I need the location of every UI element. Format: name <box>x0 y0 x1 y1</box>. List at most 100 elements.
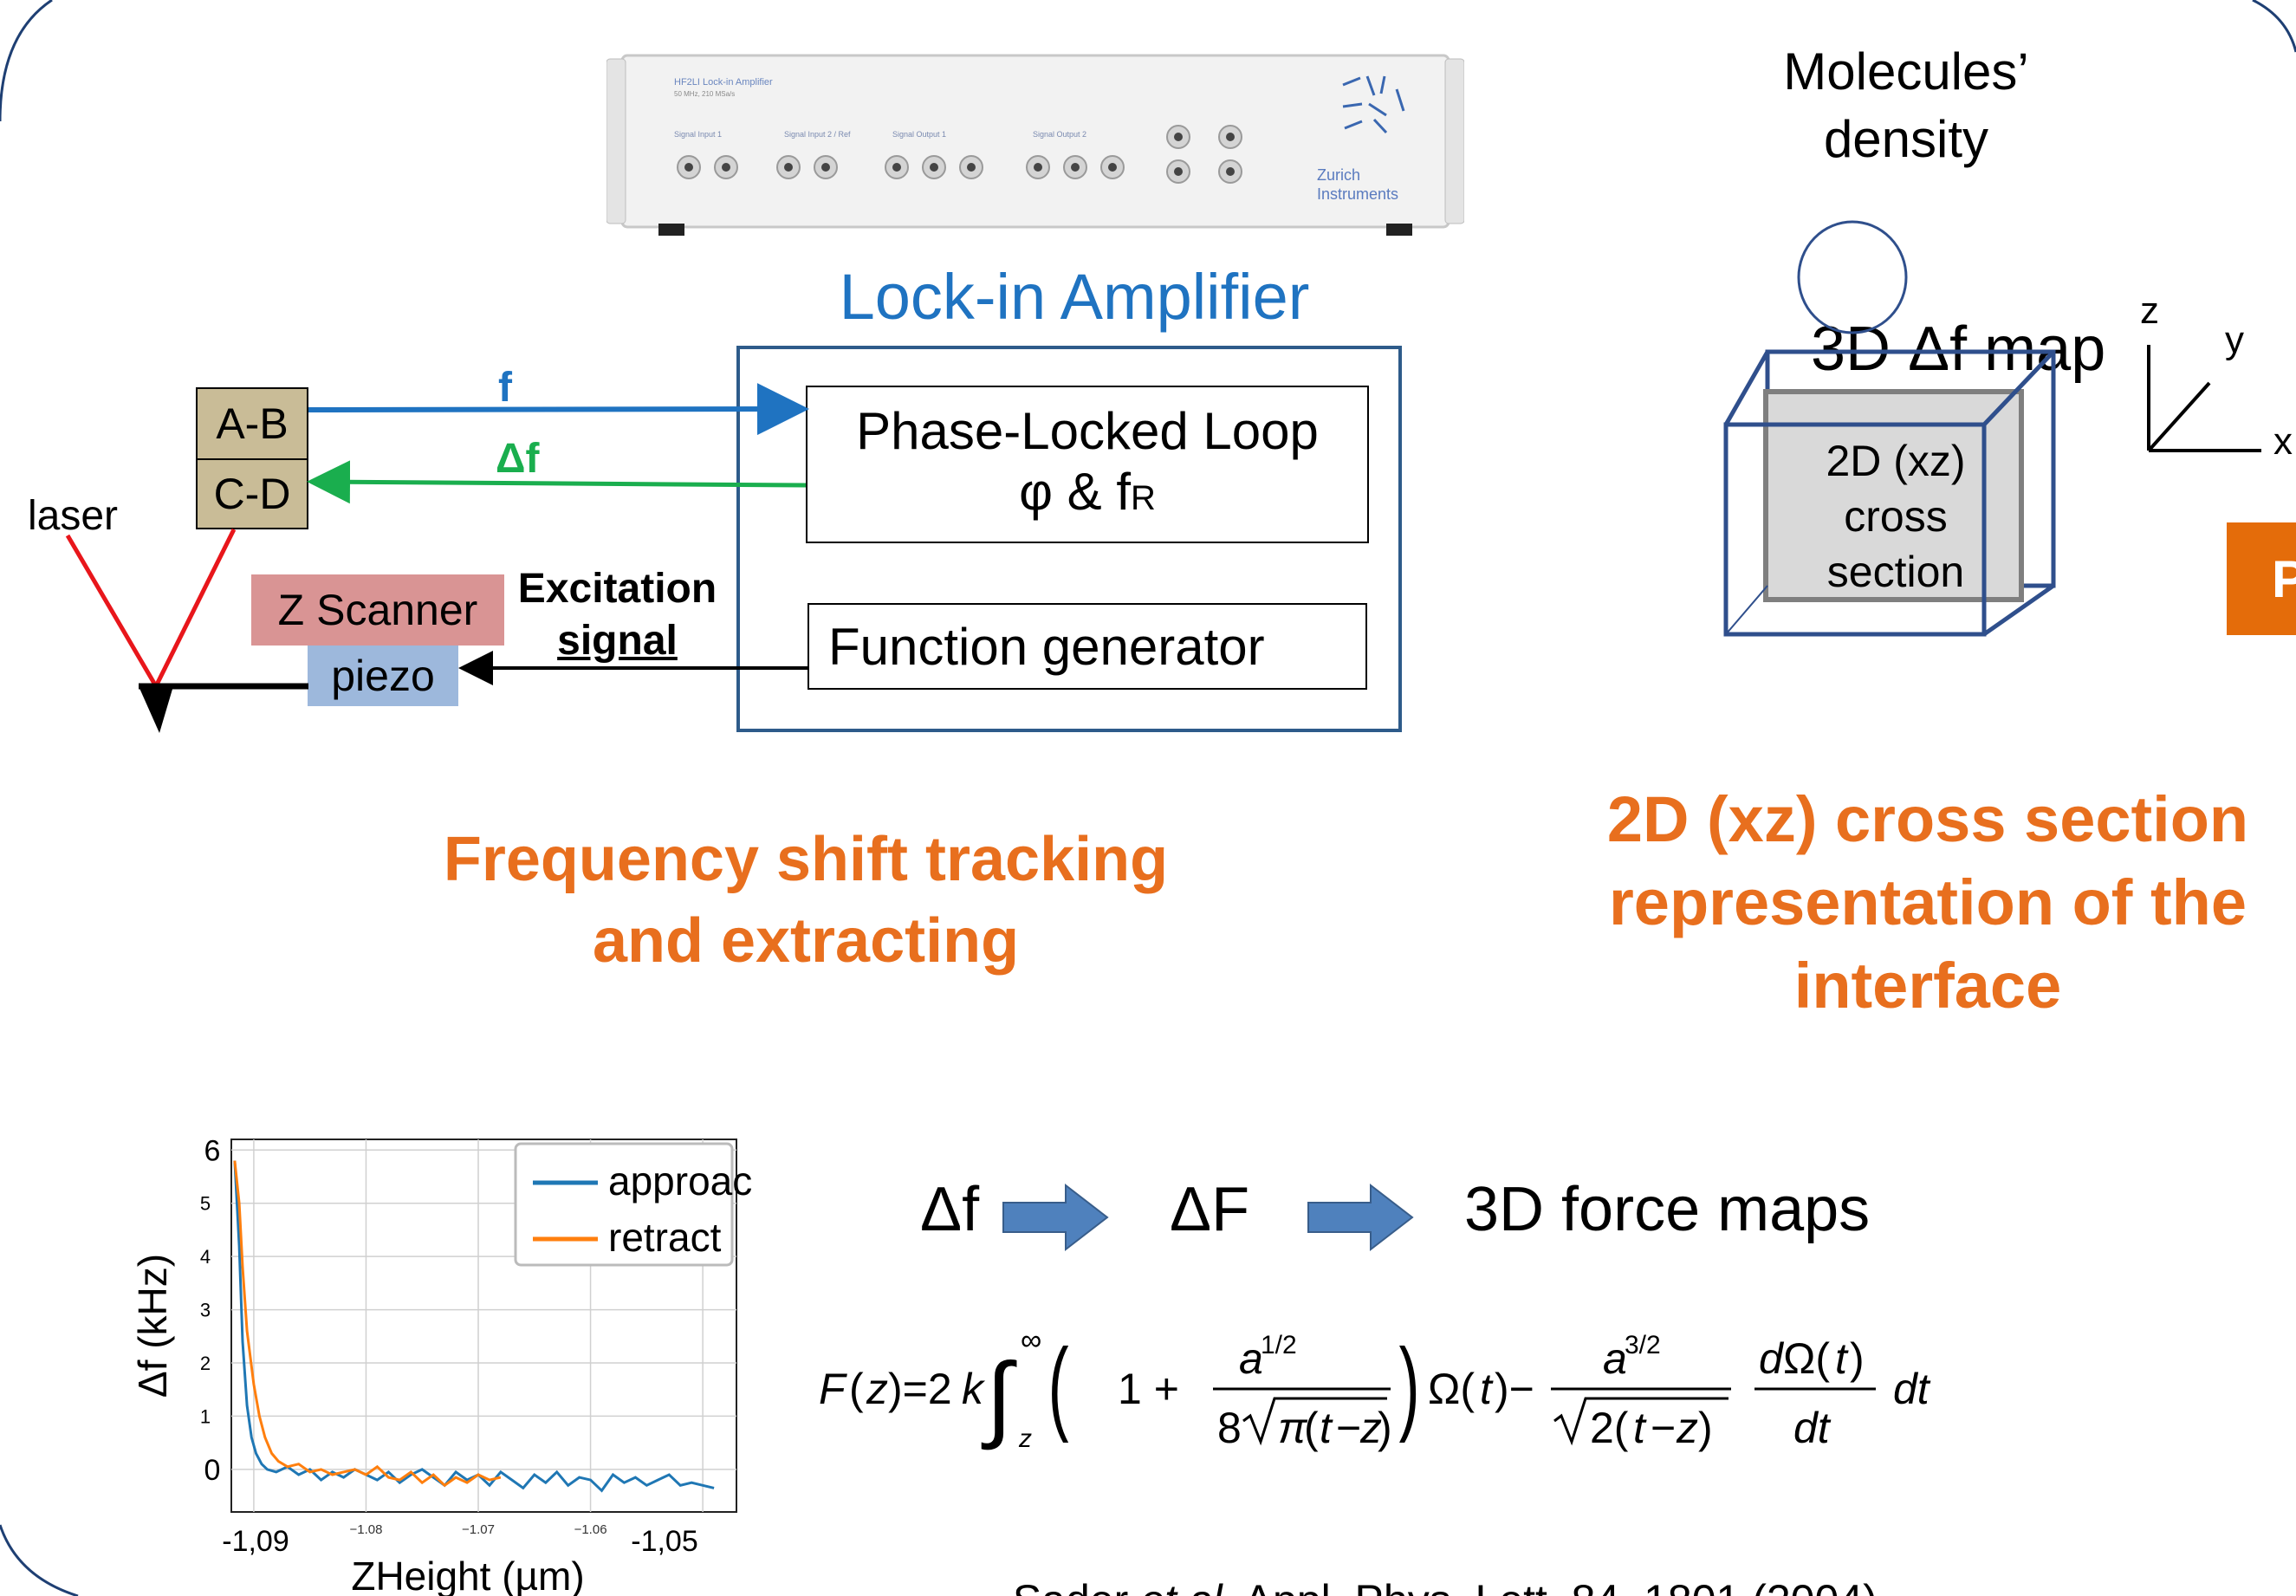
flow-step-delta-force: ΔF <box>1170 1175 1250 1244</box>
chart-ytick-label: 1 <box>200 1405 211 1427</box>
svg-text:−: − <box>1336 1404 1361 1452</box>
svg-text:dt: dt <box>1893 1365 1931 1413</box>
pll-box: Phase-Locked Loop φ & fR <box>806 386 1369 543</box>
svg-text:z: z <box>866 1365 888 1413</box>
svg-text:(: ( <box>849 1365 864 1413</box>
section-line3: section <box>1826 548 1965 596</box>
flow-arrow-1 <box>1002 1183 1109 1252</box>
function-generator-label: Function generator <box>828 617 1265 676</box>
device-spec-label: 50 MHz, 210 MSa/s <box>674 90 735 98</box>
svg-text:): ) <box>1850 1334 1865 1383</box>
molecules-line1: Molecules’ <box>1783 42 2029 101</box>
chart-xtick-label: −1.06 <box>574 1522 607 1537</box>
section-label: 2D (xz) cross section <box>1766 433 2026 600</box>
caption-right-line2: representation of the <box>1609 866 2247 938</box>
chart-xtick-label: -1,05 <box>631 1525 698 1558</box>
pll-freq-subscript: R <box>1131 478 1156 517</box>
device-port-label-3: Signal Output 1 <box>892 130 946 139</box>
excitation-label-line2: signal <box>557 618 678 664</box>
chart-svg: 6054321-1,09-1,05−1.08−1.07−1.06ZHeight … <box>130 1134 775 1596</box>
function-generator-box: Function generator <box>807 603 1367 690</box>
device-brand-line1: Zurich <box>1317 166 1360 184</box>
chart-xtick-label: -1,09 <box>222 1525 289 1558</box>
svg-text:−: − <box>1651 1404 1676 1452</box>
cube-diagram <box>1723 220 2261 637</box>
flow-arrows <box>1002 1183 1414 1252</box>
svg-text:z: z <box>1359 1404 1382 1452</box>
chart-series-line-approach <box>233 1160 715 1493</box>
caption-right-line1: 2D (xz) cross section <box>1606 783 2249 855</box>
quadrant-ab-box: A-B <box>196 387 308 460</box>
z-scanner-box: Z Scanner <box>251 574 504 646</box>
citation-etal: et al. <box>1140 1576 1234 1596</box>
svg-text:1 +: 1 + <box>1118 1365 1179 1413</box>
svg-text:(: ( <box>1304 1404 1319 1452</box>
svg-text:a: a <box>1603 1334 1627 1383</box>
map-title: 3D Δf map <box>1741 243 2105 456</box>
caption-right-line3: interface <box>1793 950 2062 1022</box>
sader-force-equation: F (z)=2 k ∫ ∞ z ( 1 + a1/2 8 π( t− z) ) … <box>819 1324 1931 1453</box>
svg-text:a: a <box>1239 1334 1263 1383</box>
citation-rest: Appl. Phys. Lett. 84, 1801 (2004) <box>1235 1576 1878 1596</box>
lockin-frame <box>736 346 1402 732</box>
chart-ytick-label: 4 <box>200 1246 211 1268</box>
delta-f-circle <box>1797 220 1908 334</box>
svg-text:t: t <box>1633 1404 1647 1452</box>
device-port-label-1: Signal Input 1 <box>674 130 722 139</box>
cut-off-tab: P <box>2227 522 2296 635</box>
caption-left-line1: Frequency shift tracking <box>443 825 1169 894</box>
svg-text:z: z <box>1018 1424 1032 1453</box>
pll-phi-freq: φ & f <box>1019 462 1132 521</box>
excitation-label-line1: Excitation <box>517 566 717 612</box>
svg-text:k: k <box>962 1365 986 1413</box>
chart-ytick-label: 3 <box>200 1300 211 1321</box>
axis-x-label: x <box>2273 420 2293 463</box>
svg-text:t: t <box>1320 1404 1333 1452</box>
map-circled-delta-f: Δf <box>1908 315 1968 384</box>
svg-text:t: t <box>1480 1365 1494 1413</box>
svg-text:): ) <box>1698 1404 1713 1452</box>
chart-xtick-label: −1.07 <box>462 1522 495 1537</box>
chart-ytick-label: 5 <box>200 1193 211 1215</box>
svg-text:π: π <box>1278 1404 1308 1452</box>
svg-text:)−: )− <box>1495 1365 1534 1413</box>
quadrant-cd-box: C-D <box>196 458 308 529</box>
caption-right: 2D (xz) cross section representation of … <box>1560 778 2296 1028</box>
caption-left-line2: and extracting <box>592 906 1020 976</box>
chart-legend-label-retract: retract <box>608 1215 722 1260</box>
quadrant-ab-label: A-B <box>216 399 289 448</box>
chart-ylabel: Δf (kHz) <box>130 1254 175 1398</box>
svg-text:)=2: )=2 <box>888 1365 952 1413</box>
molecules-line2: density <box>1823 110 1989 168</box>
piezo-box: piezo <box>308 646 458 706</box>
pll-line1: Phase-Locked Loop <box>856 401 1319 460</box>
lockin-device-image: HF2LI Lock-in Amplifier 50 MHz, 210 MSa/… <box>606 50 1465 241</box>
axis-y-label: y <box>2225 319 2244 361</box>
quadrant-cd-label: C-D <box>213 470 291 518</box>
chart-ytick-label: 0 <box>204 1454 221 1487</box>
lockin-title: Lock-in Amplifier <box>839 261 1310 333</box>
citation-author: Sader <box>1013 1576 1140 1596</box>
map-suffix: map <box>1967 315 2106 384</box>
device-port-label-4: Signal Output 2 <box>1033 130 1086 139</box>
svg-text:(: ( <box>1048 1327 1069 1444</box>
device-brand-line2: Instruments <box>1317 185 1398 203</box>
chart-legend-box <box>514 1142 734 1267</box>
section-line1: 2D (xz) <box>1826 437 1966 485</box>
svg-text:8: 8 <box>1217 1404 1242 1452</box>
svg-text:Ω(: Ω( <box>1428 1365 1475 1413</box>
flow-step-force-maps: 3D force maps <box>1464 1175 1871 1244</box>
device-model-label: HF2LI Lock-in Amplifier <box>674 77 773 88</box>
svg-text:2(: 2( <box>1590 1404 1629 1452</box>
flow-arrow-2 <box>1307 1183 1414 1252</box>
chart-xlabel: ZHeight (µm) <box>351 1554 584 1596</box>
piezo-label: piezo <box>331 652 435 700</box>
laser-label: laser <box>28 493 119 539</box>
svg-text:F: F <box>819 1365 847 1413</box>
axis-z-label: z <box>2140 289 2159 332</box>
chart-xtick-label: −1.08 <box>349 1522 382 1537</box>
svg-text:∞: ∞ <box>1021 1324 1041 1357</box>
svg-text:dt: dt <box>1793 1404 1832 1452</box>
